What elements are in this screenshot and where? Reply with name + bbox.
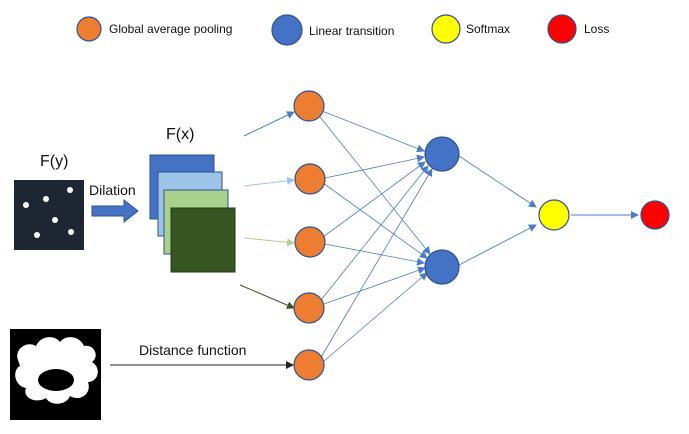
edge-pool5-linear2: [322, 272, 428, 363]
legend-item-loss: Loss: [547, 14, 609, 44]
fy-dot: [43, 196, 49, 202]
edge-map-to-pool-3: [243, 237, 295, 247]
edges-pool-to-linear: [319, 110, 433, 363]
legend-label-linear: Linear transition: [309, 24, 394, 38]
legend-swatch-softmax: [431, 14, 461, 44]
edge-pool3-linear2: [324, 243, 425, 266]
dilation-arrow: [91, 198, 139, 224]
edge-map-to-pool-4: [239, 284, 295, 309]
softmax-node: [538, 199, 570, 231]
legend-item-softmax: Softmax: [431, 14, 510, 44]
edge-pool3-linear1: [322, 161, 426, 238]
pooling-node: [293, 90, 325, 122]
linear-node: [424, 136, 460, 172]
feature-map-stack: [149, 154, 236, 273]
fy-dot: [23, 202, 29, 208]
input-image-distance: [10, 329, 101, 420]
fy-dot: [34, 232, 40, 238]
distance-cloud-hole: [38, 369, 74, 391]
edge-pool5-linear1: [319, 168, 433, 360]
edge-linear2-softmax: [458, 224, 537, 266]
legend-item-pooling: Global average pooling: [76, 16, 232, 42]
edge-pool4-linear2: [323, 266, 426, 305]
edge-pool1-linear2: [319, 116, 431, 255]
fy-dark-square: [14, 180, 84, 250]
label-dilation: Dilation: [89, 182, 136, 198]
linear-node: [424, 249, 460, 285]
legend-label-pooling: Global average pooling: [109, 22, 232, 36]
pooling-node: [294, 163, 326, 195]
edge-linear1-softmax: [458, 155, 537, 208]
label-distance: Distance function: [139, 342, 246, 358]
feature-map-darkgreen: [170, 207, 236, 273]
input-image-fy: [14, 180, 84, 250]
edge-pool2-linear1: [324, 154, 425, 179]
pooling-node: [293, 349, 325, 381]
pooling-node: [294, 226, 326, 258]
legend-label-softmax: Softmax: [466, 22, 510, 36]
edge-pool4-linear1: [320, 165, 429, 301]
legend: Global average pooling Linear transition…: [76, 14, 609, 46]
legend-swatch-linear: [271, 14, 303, 46]
linear-layer: [424, 136, 460, 285]
label-fx: F(x): [166, 126, 194, 143]
pooling-node: [293, 292, 325, 324]
edge-map-to-pool-2: [243, 176, 295, 187]
legend-swatch-loss: [547, 14, 577, 44]
fy-dot: [67, 187, 73, 193]
pooling-layer: [293, 90, 326, 381]
legend-swatch-pooling: [76, 16, 102, 42]
fy-dot: [68, 229, 74, 235]
loss-node: [640, 200, 670, 230]
edge-map-to-pool-1: [243, 111, 295, 137]
fy-dot: [52, 217, 58, 223]
legend-item-linear: Linear transition: [271, 14, 394, 46]
edge-pool2-linear2: [322, 182, 428, 259]
label-fy: F(y): [40, 153, 68, 170]
edge-pool1-linear1: [321, 110, 425, 153]
legend-label-loss: Loss: [584, 22, 609, 36]
